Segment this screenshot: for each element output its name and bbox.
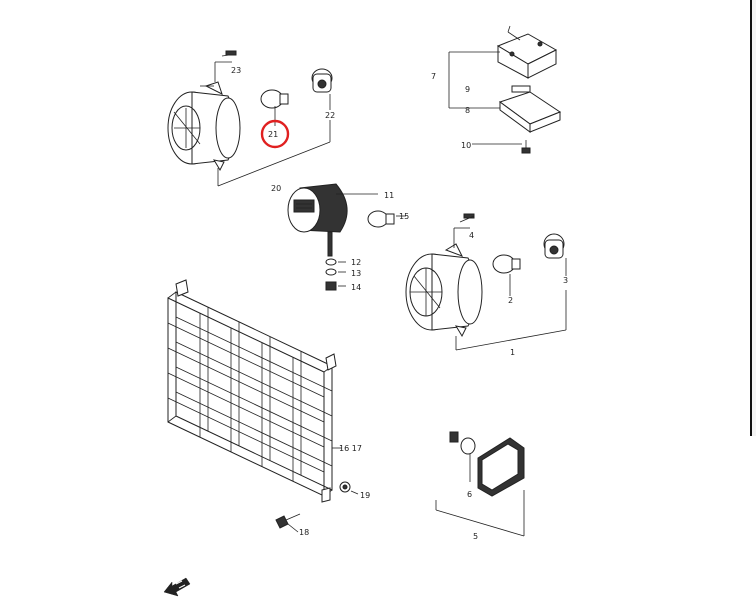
label-4: 4 [469,231,474,240]
bolts-18-19 [275,481,359,533]
label-15: 15 [399,212,409,221]
relay-unit-7 [448,25,562,154]
label-1: 1 [510,348,515,357]
label-5: 5 [473,532,478,541]
headlamp-assembly-1 [405,213,567,351]
label-22: 22 [325,111,335,120]
label-8: 8 [465,106,470,115]
label-7: 7 [431,72,436,81]
label-16-17: 16 17 [339,444,362,453]
label-14: 14 [351,283,361,292]
label-10: 10 [461,141,471,150]
label-6: 6 [467,490,472,499]
label-19: 19 [360,491,370,500]
label-21: 21 [268,130,278,139]
callout-labels: 1 2 3 4 5 6 7 8 9 10 11 12 13 14 15 16 1… [231,66,568,541]
front-arrow-icon [163,577,191,597]
label-12: 12 [351,258,361,267]
label-2: 2 [508,296,513,305]
side-marker-lamp-5 [435,431,525,537]
label-20: 20 [271,184,281,193]
label-9: 9 [465,85,470,94]
lamp-guard-grille [167,279,342,503]
highlight-circle [260,119,290,149]
label-23: 23 [231,66,241,75]
label-13: 13 [351,269,361,278]
fog-lamp-11 [287,183,406,291]
label-18: 18 [299,528,309,537]
headlamp-assembly-20 [167,50,333,187]
label-3: 3 [563,276,568,285]
window-edge-bar [750,0,756,436]
label-11: 11 [384,191,394,200]
